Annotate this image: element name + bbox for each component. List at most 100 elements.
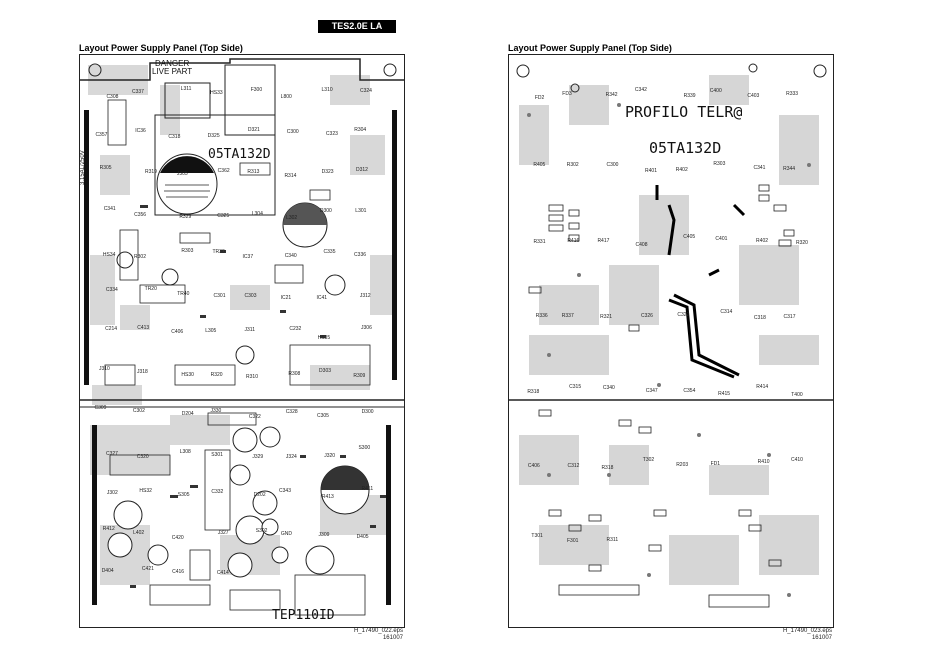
component-ref: T301 (531, 533, 543, 540)
component-ref: R414 (756, 383, 769, 390)
component-ref: C301 (213, 293, 226, 300)
component-ref: C335 (323, 249, 336, 256)
component-ref: S301 (211, 451, 223, 458)
left-pcb-drawing (80, 58, 404, 616)
component-ref: C406 (527, 463, 540, 470)
component-ref: FD3 (562, 90, 572, 97)
component-ref: C340 (284, 253, 297, 260)
component-ref: R319 (144, 168, 157, 175)
component-ref: R336 (535, 312, 548, 319)
component-ref: C357 (95, 132, 108, 139)
component-ref: R333 (786, 90, 799, 97)
component-ref: R412 (102, 526, 115, 533)
component-ref: F301 (566, 537, 579, 544)
right-footer-file: H_17490_023.eps (782, 628, 832, 634)
component-ref: R305 (99, 165, 112, 172)
component-ref: R411 (361, 486, 374, 493)
component-ref: FD1 (710, 461, 721, 468)
component-ref: L308 (179, 448, 191, 455)
component-ref: C326 (641, 313, 653, 320)
component-ref: J309 (318, 531, 330, 538)
component-ref: R302 (134, 254, 146, 261)
component-ref: J318 (136, 368, 148, 375)
component-ref: R308 (288, 370, 301, 377)
brand-text: PROFILO TELR@ (625, 103, 743, 121)
component-ref: R314 (284, 172, 297, 179)
component-ref: C214 (105, 325, 118, 332)
component-ref: FD2 (534, 94, 545, 101)
component-ref: D300 (361, 409, 374, 416)
left-board-code-bottom: TEP110ID (272, 608, 335, 623)
component-ref: C362 (217, 167, 230, 174)
left-board-code: 05TA132D (208, 147, 271, 162)
component-ref: C300 (606, 161, 619, 168)
component-ref: D404 (101, 568, 114, 575)
component-ref: C405 (683, 234, 696, 241)
component-ref: IC37 (242, 254, 254, 261)
component-ref: J302 (106, 490, 118, 497)
component-ref: C400 (709, 88, 722, 95)
component-ref: D405 (356, 533, 369, 540)
component-ref: IC36 (135, 128, 146, 134)
component-ref: L310 (321, 86, 333, 93)
component-ref: C302 (132, 407, 145, 414)
component-ref: HS35 (317, 334, 331, 341)
component-ref: C416 (172, 568, 185, 575)
component-ref: R318 (601, 465, 614, 471)
component-ref: R313 (247, 169, 260, 176)
component-ref: D202 (253, 491, 266, 498)
component-ref: R410 (757, 458, 770, 465)
component-ref: C328 (285, 408, 298, 415)
component-ref: L402 (133, 529, 145, 536)
component-ref: C320 (136, 454, 149, 461)
component-ref: C308 (106, 94, 119, 101)
component-ref: S302 (255, 528, 268, 535)
component-ref: C406 (171, 329, 184, 336)
component-ref: C322 (248, 413, 261, 420)
component-ref: C410 (790, 457, 803, 464)
component-ref: C318 (753, 314, 766, 321)
component-ref: J320 (324, 452, 336, 459)
component-ref: C315 (569, 384, 582, 391)
component-ref: C337 (131, 88, 144, 95)
fuse-rating-label: 3.15AL/250V (80, 150, 86, 185)
component-ref: R318 (527, 389, 540, 396)
component-ref: R311 (606, 536, 619, 543)
component-ref: R415 (718, 390, 731, 397)
component-ref: C232 (289, 325, 302, 332)
left-footer: H_17490_022.eps 161007 (328, 628, 403, 642)
right-footer-date: 161007 (811, 635, 832, 641)
component-ref: C336 (354, 252, 366, 259)
component-ref: R320 (210, 371, 223, 378)
component-ref: D300 (319, 208, 332, 215)
component-ref: R309 (353, 373, 366, 380)
component-ref: D323 (321, 168, 334, 175)
component-ref: R402 (675, 166, 688, 173)
component-ref: C421 (141, 566, 154, 573)
component-ref: J310 (98, 365, 110, 372)
component-ref: C303 (244, 292, 257, 299)
component-ref: C403 (747, 93, 760, 100)
component-ref: R321 (600, 313, 613, 320)
component-ref: C305 (316, 413, 329, 420)
component-ref: IC21 (280, 294, 292, 301)
component-ref: J324 (285, 454, 297, 461)
component-ref: L800 (280, 94, 292, 101)
component-ref: C318 (168, 133, 181, 140)
right-footer: H_17490_023.eps 161007 (757, 628, 832, 642)
component-ref: C300 (286, 128, 299, 135)
component-ref: TR30 (212, 248, 225, 255)
component-ref: C356 (134, 212, 147, 219)
component-ref: R339 (683, 92, 696, 99)
component-ref: C332 (211, 488, 224, 495)
component-ref: J329 (252, 453, 264, 460)
component-ref: C342 (634, 86, 647, 93)
component-ref: C413 (137, 325, 150, 332)
component-ref: C309 (94, 405, 107, 412)
component-ref: C340 (602, 384, 615, 391)
component-ref: R416 (567, 238, 580, 245)
component-ref: R344 (783, 166, 796, 173)
document-badge: TES2.0E LA (318, 20, 396, 33)
live-part-label: LIVE PART (152, 67, 193, 76)
